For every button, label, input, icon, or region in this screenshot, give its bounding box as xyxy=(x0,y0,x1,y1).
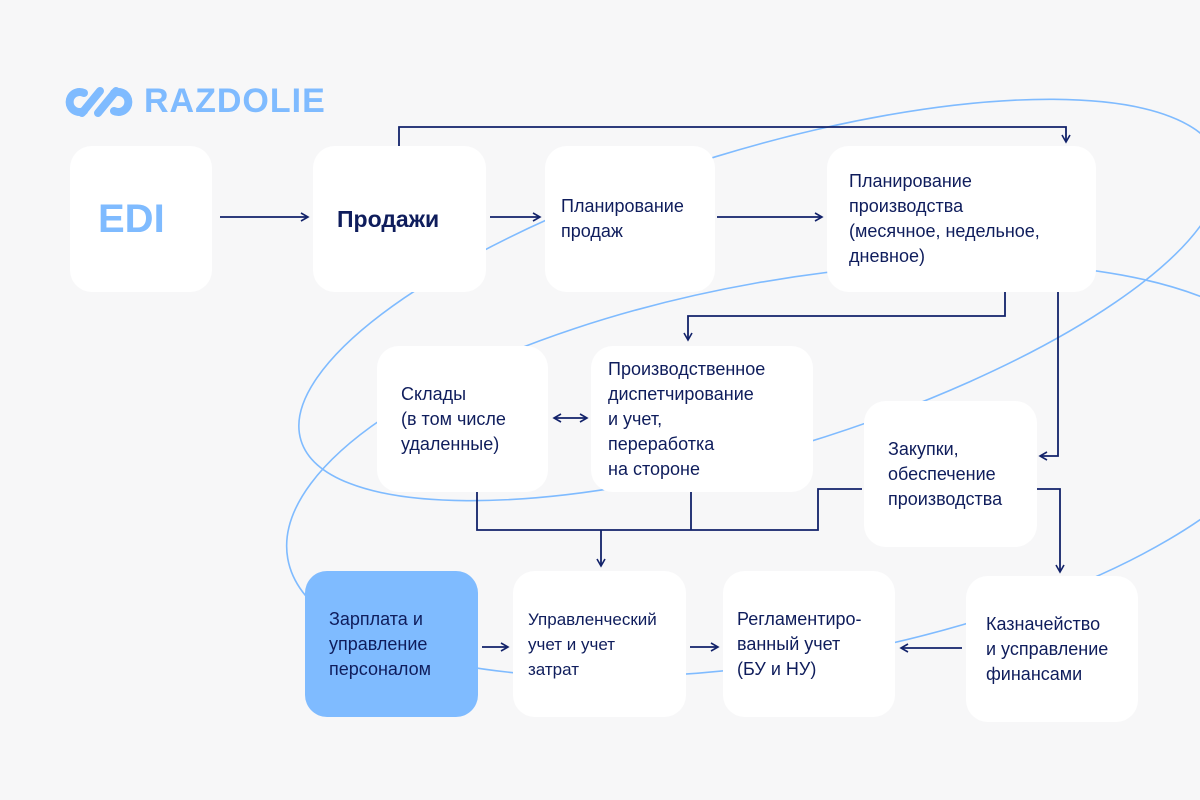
node-production-dispatch: Производственное диспетчирование и учет,… xyxy=(591,346,813,492)
node-regulated-accounting: Регламентиро- ванный учет (БУ и НУ) xyxy=(723,571,895,717)
node-production-planning: Планирование производства (месячное, нед… xyxy=(827,146,1096,292)
logo-infinity-icon xyxy=(65,86,133,117)
node-sales-planning: Планирование продаж xyxy=(545,146,715,292)
logo-text: RAZDOLIE xyxy=(144,82,326,120)
node-management-accounting: Управленческий учет и учет затрат xyxy=(513,571,686,717)
node-procurement: Закупки, обеспечение производства xyxy=(864,401,1037,547)
logo: RAZDOLIE xyxy=(62,82,326,121)
node-treasury: Казначейство и усправление финансами xyxy=(966,576,1138,722)
node-sales: Продажи xyxy=(313,146,486,292)
node-payroll: Зарплата и управление персоналом xyxy=(305,571,478,717)
node-edi: EDI xyxy=(70,146,212,292)
node-warehouses: Склады (в том числе удаленные) xyxy=(377,346,548,492)
